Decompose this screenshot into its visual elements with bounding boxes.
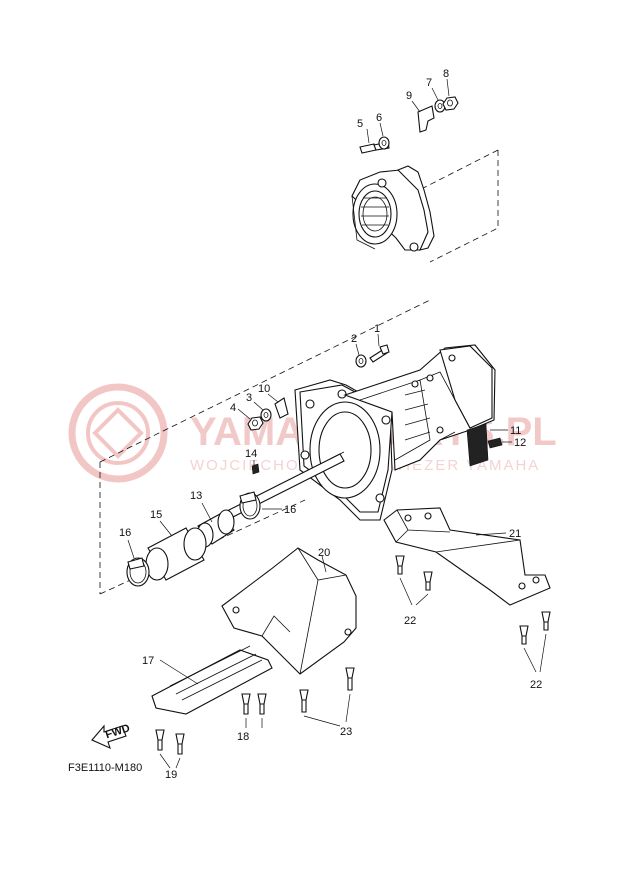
screws-part-22-upper — [395, 555, 433, 606]
callout-6: 6 — [376, 112, 382, 124]
screws-part-22-lower — [519, 611, 551, 673]
callout-16-left: 16 — [119, 527, 131, 539]
watermark-logo-icon — [68, 383, 168, 483]
bracket-part-9 — [411, 100, 435, 133]
nut-part-8 — [442, 78, 459, 111]
washer-part-6 — [378, 122, 390, 150]
callout-15: 15 — [150, 509, 162, 521]
plate-part-21 — [383, 507, 551, 606]
hose-clamp-part-16-right — [239, 491, 282, 520]
rubber-block-part-11 — [466, 423, 508, 467]
callout-20: 20 — [318, 547, 330, 559]
cover-part-20 — [221, 547, 357, 675]
bolt-part-5 — [359, 128, 390, 154]
hose-clamp-part-16-left — [126, 539, 150, 587]
callout-23: 23 — [340, 726, 352, 738]
nut-part-4 — [237, 408, 264, 431]
callout-16-right: 16 — [284, 504, 296, 516]
callout-19: 19 — [165, 769, 177, 781]
washer-part-3 — [253, 401, 272, 422]
callout-13: 13 — [190, 490, 202, 502]
callout-22-lower: 22 — [530, 679, 542, 691]
callout-12: 12 — [514, 437, 526, 449]
screws-part-23 — [299, 667, 355, 727]
callout-10: 10 — [258, 383, 270, 395]
callout-14: 14 — [245, 448, 257, 460]
figure-code: F3E1110-M180 — [68, 762, 142, 774]
callout-18: 18 — [237, 731, 249, 743]
washer-part-7 — [431, 87, 446, 113]
screw-part-12 — [487, 437, 512, 449]
bearing-housing — [351, 165, 435, 252]
callout-8: 8 — [443, 68, 449, 80]
hose-part-15 — [145, 520, 207, 581]
washer-part-2 — [355, 343, 367, 368]
bracket-part-10 — [267, 393, 289, 419]
screws-part-19 — [155, 729, 185, 769]
callout-7: 7 — [426, 77, 432, 89]
callout-3: 3 — [246, 392, 252, 404]
transom-housing — [294, 379, 393, 521]
screws-part-18 — [241, 693, 267, 728]
callout-9: 9 — [406, 90, 412, 102]
fwd-arrow-icon: FWD — [91, 722, 132, 750]
callout-22-upper: 22 — [404, 615, 416, 627]
callout-4: 4 — [230, 402, 236, 414]
callout-21: 21 — [509, 528, 521, 540]
callout-2: 2 — [351, 333, 357, 345]
callout-labels: 1 2 3 4 5 6 7 8 9 10 11 12 13 14 15 16 1… — [119, 68, 542, 781]
grate-part-17 — [151, 645, 273, 715]
callout-5: 5 — [357, 118, 363, 130]
callout-1: 1 — [374, 323, 380, 335]
nipple-part-14 — [251, 460, 260, 475]
bolt-part-1 — [369, 333, 390, 363]
callout-11: 11 — [510, 425, 521, 437]
callout-17: 17 — [142, 655, 154, 667]
